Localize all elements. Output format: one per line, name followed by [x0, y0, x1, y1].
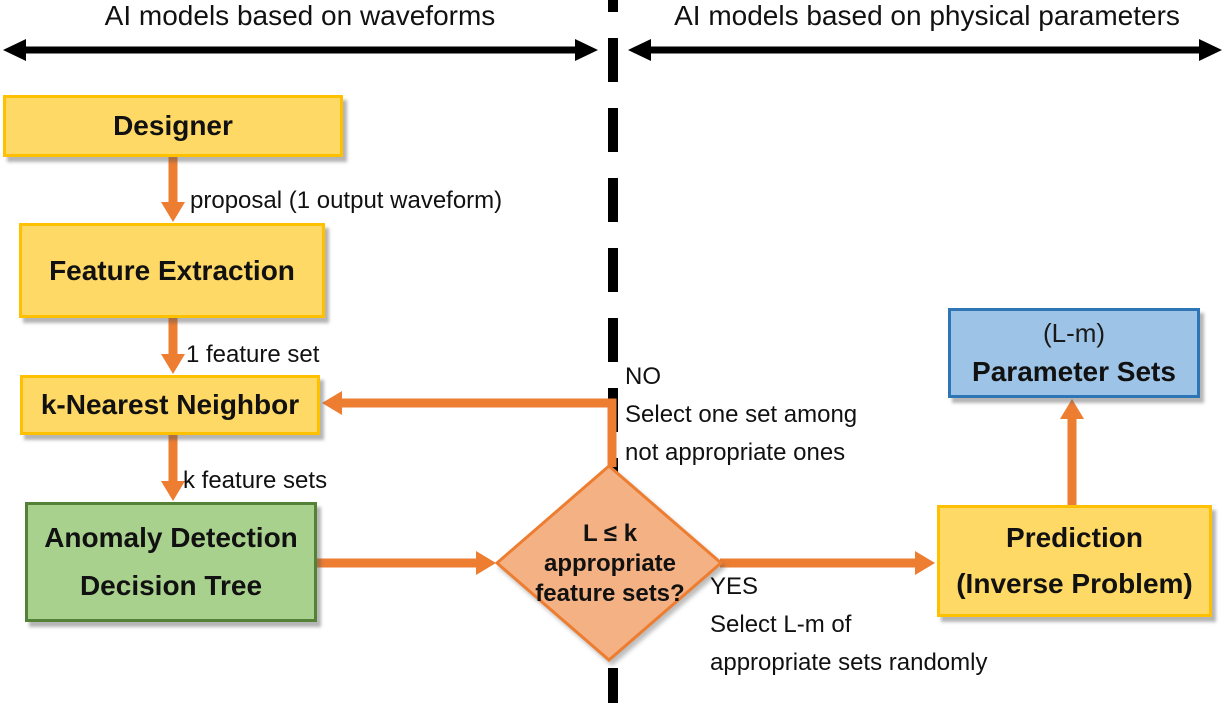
decision-line1: L ≤ k — [582, 520, 638, 547]
yes-branch-label: YES Select L-m of appropriate sets rando… — [710, 568, 987, 682]
arrow-knn-to-anomaly — [161, 435, 185, 501]
one-feature-set-edge-label: 1 feature set — [186, 341, 320, 368]
arrow-feature-extraction-to-knn — [161, 318, 185, 374]
yes-branch-line1: YES — [710, 573, 759, 600]
designer-box: Designer — [3, 95, 343, 157]
decision-line2: appropriate — [543, 550, 677, 577]
decision-diamond-text: L ≤ k appropriate feature sets? — [497, 518, 723, 610]
parameters-span-arrow — [628, 39, 1222, 61]
arrow-decision-to-knn-no — [322, 391, 617, 467]
yes-branch-line2: Select L-m of — [710, 611, 852, 638]
k-feature-sets-edge-label: k feature sets — [183, 467, 328, 494]
no-branch-label: NO Select one set among not appropriate … — [625, 358, 857, 472]
feature-extraction-label: Feature Extraction — [49, 254, 295, 286]
feature-extraction-box: Feature Extraction — [19, 223, 325, 318]
designer-label: Designer — [113, 110, 233, 141]
arrow-anomaly-to-decision — [317, 551, 496, 575]
proposal-edge-label: proposal (1 output waveform) — [190, 187, 503, 214]
prediction-box: Prediction (Inverse Problem) — [937, 505, 1212, 617]
arrow-decision-to-prediction-yes — [720, 551, 935, 575]
arrow-prediction-to-parameter-sets — [1060, 399, 1084, 505]
decision-line3: feature sets? — [535, 580, 685, 607]
knn-label: k-Nearest Neighbor — [40, 389, 300, 420]
no-branch-line1: NO — [625, 363, 661, 390]
decision-diamond-shape — [494, 464, 724, 662]
decision-tree-label: Decision Tree — [79, 570, 263, 602]
parameter-sets-label: Parameter Sets — [972, 356, 1176, 387]
no-branch-line2: Select one set among — [625, 401, 858, 428]
anomaly-detection-box: Anomaly Detection Decision Tree — [25, 502, 317, 622]
header-physical-parameters: AI models based on physical parameters — [674, 0, 1180, 31]
yes-branch-line3: appropriate sets randomly — [710, 649, 988, 676]
arrow-designer-to-feature-extraction — [161, 157, 185, 222]
inverse-problem-label: (Inverse Problem) — [956, 568, 1193, 599]
no-branch-line3: not appropriate ones — [625, 439, 846, 466]
prediction-label: Prediction — [1006, 522, 1143, 553]
anomaly-detection-label: Anomaly Detection — [44, 521, 298, 553]
header-waveforms: AI models based on waveforms — [104, 0, 496, 31]
knn-box: k-Nearest Neighbor — [20, 375, 320, 435]
parameter-sets-box: (L-m) Parameter Sets — [948, 308, 1200, 398]
waveforms-span-arrow — [3, 39, 598, 61]
parameter-sets-count-label: (L-m) — [1042, 318, 1106, 348]
